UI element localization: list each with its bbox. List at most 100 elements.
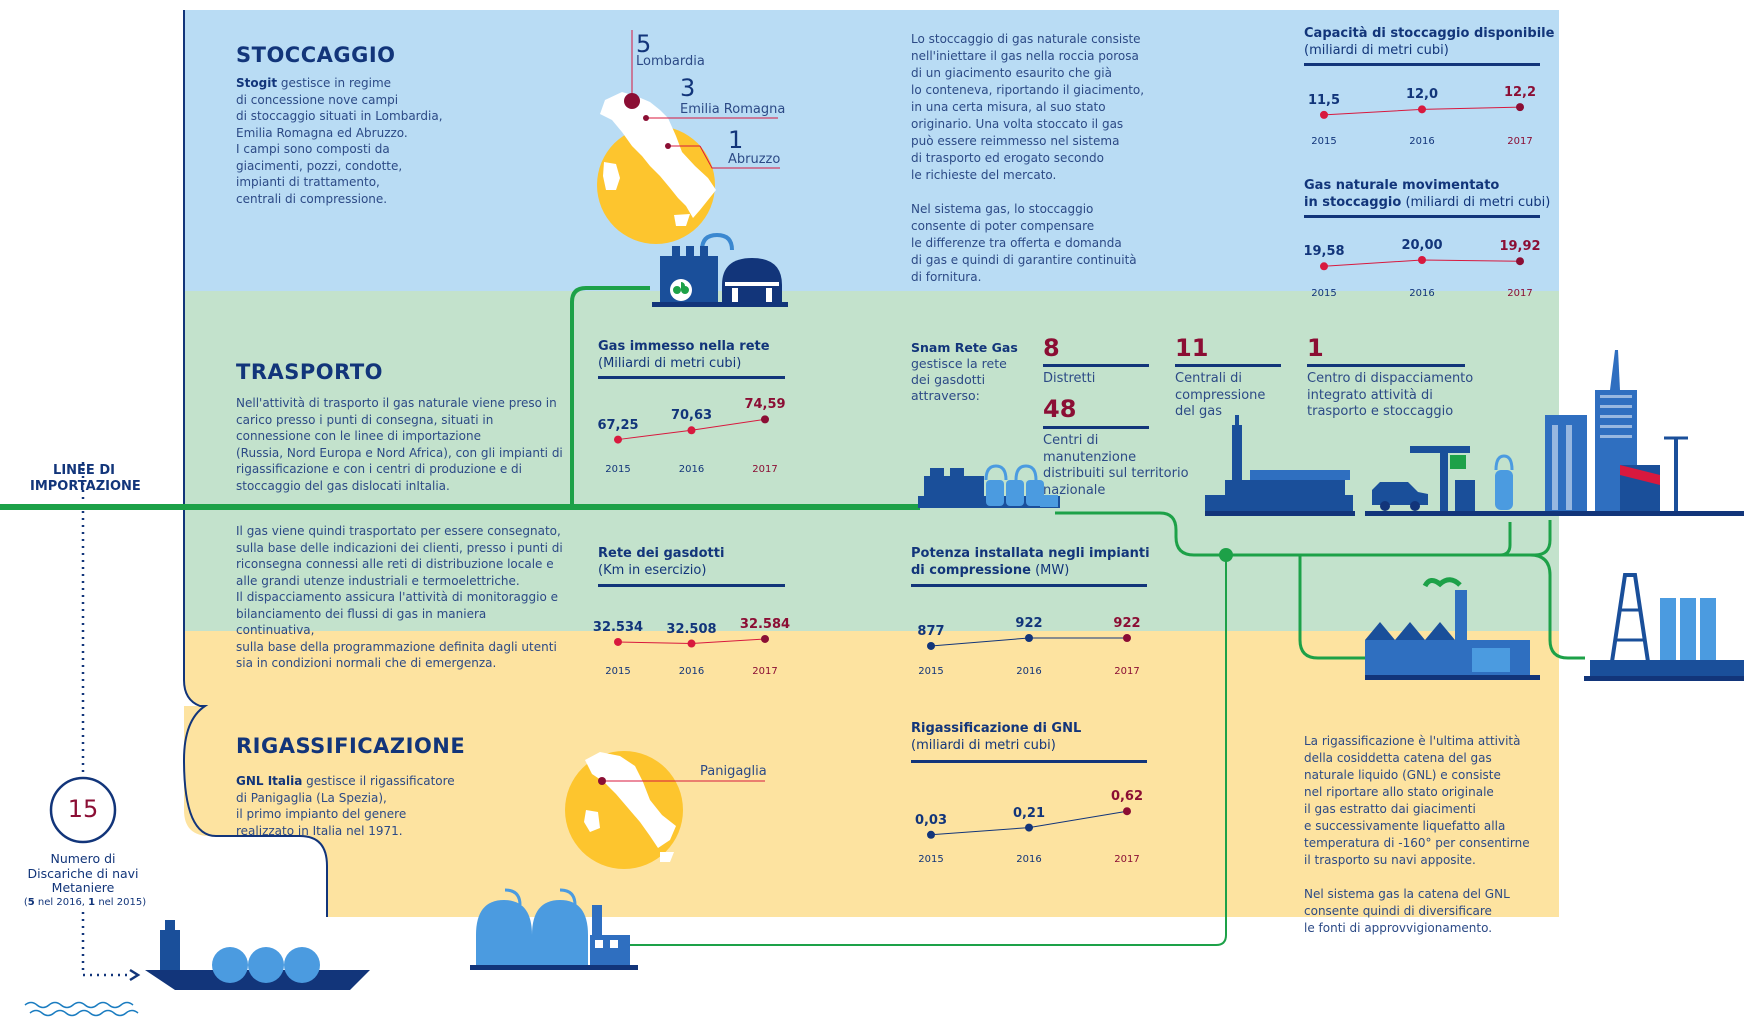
chart-2-year-label-1: 2016	[678, 464, 705, 475]
distretti-rule	[1043, 364, 1149, 367]
stoccaggio-intro: Stogit gestisce in regime di concessione…	[236, 76, 443, 206]
chart-4-year-label-1: 2016	[1016, 666, 1042, 677]
chart-movimentato: 19,58 2015 20,00 2016 19,92 2017	[1303, 226, 1540, 302]
trasporto-text-1: Nell'attività di trasporto il gas natura…	[236, 396, 563, 493]
centrali-compressione-rule	[1175, 364, 1281, 367]
snam-rete-gas-text: Snam Rete Gas gestisce la rete dei gasdo…	[911, 340, 1018, 403]
centrali-compressione-count: 11	[1175, 334, 1209, 362]
lombardia-count: 5	[636, 30, 652, 58]
chart-3-value-label-2: 32.584	[739, 616, 791, 632]
chart-0-point-2	[1516, 103, 1524, 112]
chart-immesso-title: Gas immesso nella rete (Miliardi di metr…	[598, 339, 770, 371]
chart-4-point-1	[1025, 634, 1033, 642]
chart-rete-gasdotti-title: Rete dei gasdotti (Km in esercizio)	[598, 546, 725, 578]
chart-2-point-1	[687, 426, 696, 435]
chart-3-plot	[614, 634, 769, 648]
chart-3-point-1	[687, 639, 696, 648]
chart-3-value-label-0: 32.534	[592, 619, 644, 635]
chart-3-value-label-1: 32.508	[666, 621, 717, 637]
stoccaggio-title: STOCCAGGIO	[236, 43, 396, 67]
ships-count: 15	[67, 795, 99, 823]
chart-0-plot	[1320, 103, 1524, 119]
chart-4-year-label-0: 2015	[918, 666, 944, 677]
rigassificazione-title: RIGASSIFICAZIONE	[236, 734, 466, 758]
chart-1-value-label-2: 19,92	[1499, 239, 1541, 255]
chart-1-year-label-2: 2017	[1507, 288, 1533, 299]
emilia-label: Emilia Romagna	[680, 102, 786, 117]
centri-manutenzione-rule	[1043, 426, 1149, 429]
chart-0-year-label-0: 2015	[1311, 136, 1337, 147]
ships-note: (5 nel 2016, 1 nel 2015)	[23, 897, 147, 908]
chart-1-point-0	[1320, 262, 1328, 271]
chart-0-point-0	[1320, 110, 1328, 119]
chart-1-point-2	[1516, 257, 1524, 266]
chart-2-value-label-1: 70,63	[670, 408, 713, 424]
emilia-count: 3	[680, 74, 696, 102]
chart-0-year-label-2: 2017	[1507, 136, 1533, 147]
chart-5-year-label-1: 2016	[1016, 854, 1042, 865]
chart-capacita: 11,5 2015 12,0 2016 12,2 2017	[1304, 74, 1540, 150]
chart-movimentato-title: Gas naturale movimentato in stoccaggio (…	[1304, 178, 1551, 210]
chart-rigassificazione-rule	[911, 760, 1147, 763]
chart-3-point-0	[614, 637, 622, 646]
chart-potenza-rule	[911, 584, 1147, 587]
chart-2-point-0	[614, 435, 622, 444]
chart-3-point-2	[761, 634, 769, 643]
trasporto-panel	[184, 291, 1559, 631]
centro-dispacciamento-rule	[1307, 364, 1465, 367]
chart-rete-gasdotti-rule	[598, 584, 785, 587]
chart-capacita-title: Capacità di stoccaggio disponibile (mili…	[1304, 26, 1555, 58]
trasporto-title: TRASPORTO	[236, 360, 384, 384]
stogit-name: Stogit	[236, 76, 278, 90]
chart-0-point-1	[1418, 105, 1426, 114]
centri-manutenzione-label: Centri di manutenzione distribuiti sul t…	[1043, 433, 1189, 498]
chart-4-value-label-1: 922	[1015, 616, 1043, 631]
chart-2-year-label-0: 2015	[605, 464, 631, 475]
chart-0-value-label-0: 11,5	[1307, 92, 1341, 108]
chart-4-plot	[927, 634, 1131, 650]
ships-label: Numero di Discariche di navi Metaniere	[27, 851, 139, 895]
chart-2-point-2	[761, 415, 769, 424]
chart-1-point-1	[1418, 256, 1426, 264]
chart-0-year-label-1: 2016	[1409, 136, 1435, 147]
abruzzo-label: Abruzzo	[728, 152, 781, 167]
chart-1-year-label-0: 2015	[1311, 288, 1337, 299]
chart-5-point-2	[1123, 807, 1131, 816]
stoccaggio-description: Lo stoccaggio di gas naturale consiste n…	[911, 32, 1145, 284]
lombardia-label: Lombardia	[636, 54, 705, 69]
rigassificazione-description: La rigassificazione è l'ultima attività …	[1304, 734, 1530, 935]
distretti-label: Distretti	[1043, 371, 1096, 386]
linee-importazione-label: LINEE DI IMPORTAZIONE	[30, 463, 141, 494]
chart-5-year-label-0: 2015	[918, 854, 944, 865]
trasporto-text-2: Il gas viene quindi trasportato per esse…	[236, 524, 563, 670]
chart-2-plot	[614, 415, 769, 444]
chart-2-value-label-2: 74,59	[744, 397, 786, 413]
chart-4-year-label-2: 2017	[1114, 666, 1140, 677]
chart-0-value-label-1: 12,0	[1405, 87, 1439, 103]
chart-5-value-label-0: 0,03	[914, 812, 948, 828]
chart-2-value-label-0: 67,25	[597, 417, 639, 433]
chart-1-value-label-1: 20,00	[1401, 238, 1443, 253]
chart-1-plot	[1320, 256, 1524, 271]
centrali-compressione-label: Centrali di compressione del gas	[1175, 371, 1266, 419]
chart-5-value-label-1: 0,21	[1012, 805, 1046, 821]
chart-capacita-rule	[1304, 63, 1540, 66]
centro-dispacciamento-label: Centro di dispacciamento integrato attiv…	[1307, 371, 1474, 419]
rigassificazione-panel	[184, 631, 1559, 917]
gnl-italia-name: GNL Italia	[236, 774, 303, 788]
chart-5-point-0	[927, 830, 935, 839]
panigaglia-label: Panigaglia	[700, 764, 767, 779]
chart-3-year-label-0: 2015	[605, 666, 631, 677]
chart-1-value-label-0: 19,58	[1303, 244, 1345, 260]
chart-0-value-label-2: 12,2	[1503, 85, 1537, 101]
chart-1-year-label-1: 2016	[1409, 288, 1435, 299]
stoccaggio-panel	[184, 10, 1559, 291]
chart-3-year-label-1: 2016	[678, 666, 705, 677]
distretti-count: 8	[1043, 334, 1060, 362]
abruzzo-count: 1	[728, 126, 744, 154]
